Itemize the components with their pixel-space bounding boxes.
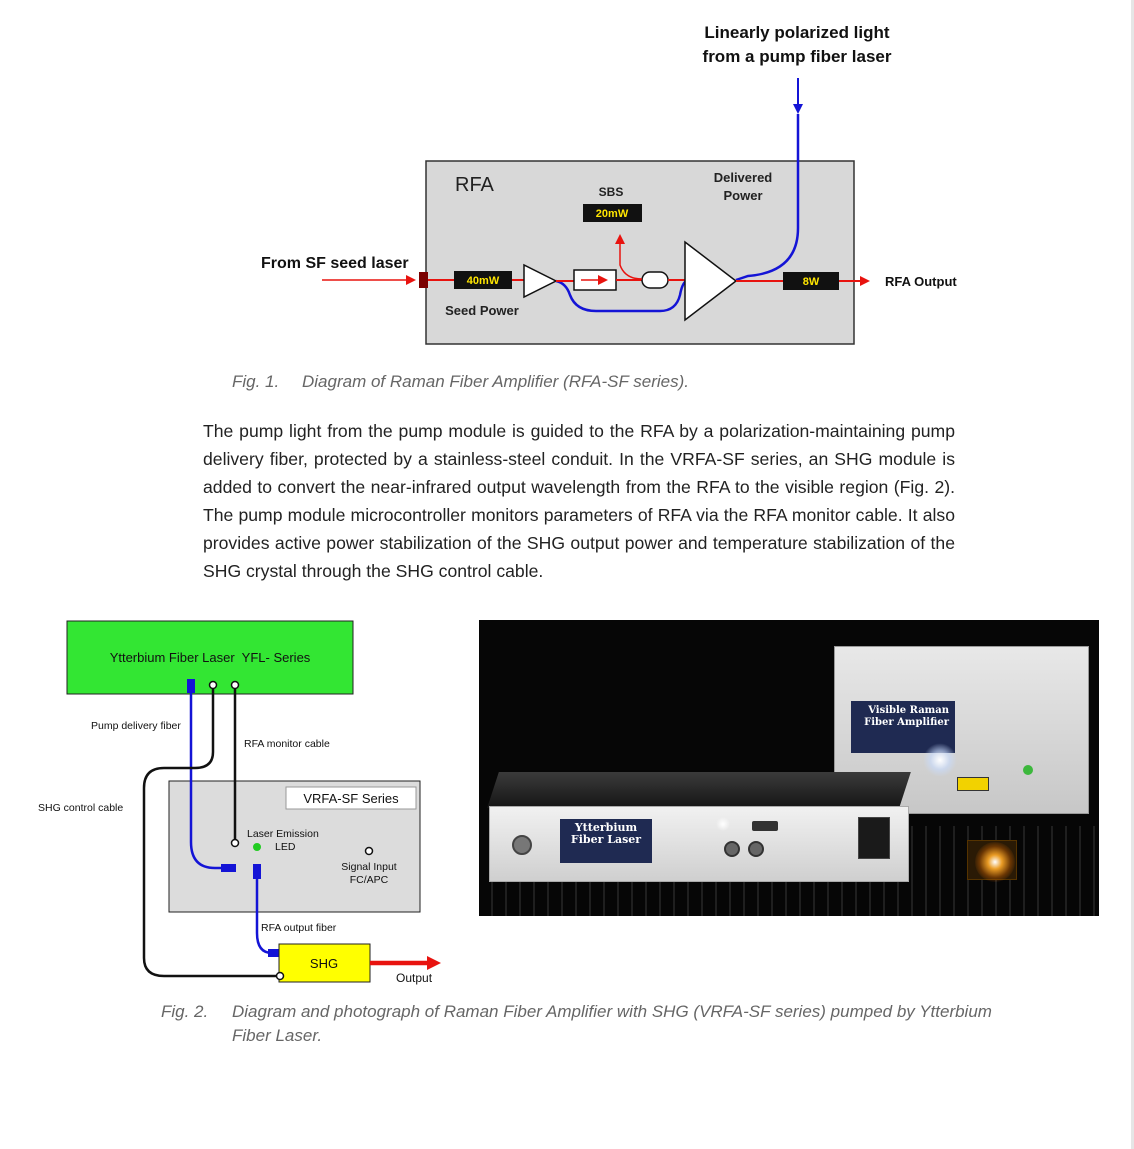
monitor-port-bottom [230, 838, 240, 848]
sbs-value-box [583, 204, 642, 222]
yfl-power-socket [858, 817, 890, 859]
yfl-connector-1 [724, 841, 740, 857]
monitor-cable-label: RFA monitor cable [244, 738, 330, 750]
yfl-unit-front: Ytterbium Fiber Laser [489, 806, 909, 882]
output-value: 8W [803, 276, 820, 288]
pump-delivery-fiber [189, 692, 225, 870]
output-fiber-label: RFA output fiber [261, 922, 337, 934]
rfa-title: RFA [455, 174, 495, 196]
pump-label-line2: from a pump fiber laser [703, 47, 892, 66]
seed-power-label: Seed Power [445, 303, 519, 318]
sbs-label: SBS [599, 185, 624, 199]
preamp-pump-loop [555, 279, 687, 313]
rfa-output-label: RFA Output [885, 274, 957, 289]
vrfa-photo-label-line1: Visible Raman [868, 705, 949, 716]
fig2-caption: Fig. 2. Diagram and photograph of Raman … [161, 1000, 1061, 1048]
pump-fiber [735, 114, 800, 282]
product-photo: Visible Raman Fiber Amplifier Ytterbium … [479, 620, 1099, 916]
yfl-emission-led [716, 817, 730, 831]
yfl-photo-label: Ytterbium Fiber Laser [560, 819, 652, 863]
laser-emission-label: Laser Emission [247, 828, 319, 840]
shg-control-port-bottom [275, 971, 285, 981]
fig1-caption-text: Diagram of Raman Fiber Amplifier (RFA-SF… [301, 372, 689, 391]
body-paragraph: The pump light from the pump module is g… [203, 421, 955, 581]
fig1-caption: Fig. 1. Diagram of Raman Fiber Amplifier… [232, 372, 689, 392]
seed-value: 40mW [467, 275, 500, 287]
pump-fiber-connector-bottom [221, 864, 236, 872]
pump-label-line1: Linearly polarized light [704, 23, 889, 42]
led-indicator [253, 843, 261, 851]
vrfa-warning-label [957, 777, 989, 791]
vrfa-diagram: Ytterbium Fiber Laser YFL- Series VRFA-S… [38, 620, 441, 985]
yfl-unit-top [487, 772, 911, 808]
shg-box [278, 943, 371, 983]
delivered-power-line1: Delivered [714, 170, 773, 185]
power-amp-triangle [684, 240, 738, 322]
shg-control-port [208, 680, 218, 690]
yfl-serial-port [752, 821, 778, 831]
yfl-box [66, 620, 354, 695]
yfl-connector-2 [748, 841, 764, 857]
yfl-key-switch [512, 835, 532, 855]
preamp-triangle [523, 263, 558, 299]
output-value-box [783, 272, 839, 290]
input-connector [419, 272, 428, 288]
yfl-photo-label-line2: Fiber Laser [570, 833, 642, 846]
monitor-port-top [230, 680, 240, 690]
fig2-caption-number: Fig. 2. [161, 1002, 209, 1021]
seed-source-label: From SF seed laser [261, 255, 409, 272]
pump-fiber-label: Pump delivery fiber [91, 720, 181, 732]
yfl-label: Ytterbium Fiber Laser YFL- Series [110, 650, 311, 665]
vrfa-green-led [1023, 765, 1033, 775]
pump-fiber-connector-top [187, 679, 195, 693]
vrfa-label: VRFA-SF Series [303, 791, 399, 806]
vrfa-label-box [285, 786, 417, 810]
rfa-diagram: Linearly polarized light from a pump fib… [261, 23, 957, 345]
rfa-box [425, 160, 855, 345]
fig2-caption-line2: Fiber Laser. [232, 1026, 323, 1045]
vrfa-photo-label-line2: Fiber Amplifier [864, 717, 949, 728]
signal-input-line1: Signal Input [341, 861, 397, 873]
coupler [641, 271, 669, 289]
delivered-power-line2: Power [723, 188, 762, 203]
signal-input-line2: FC/APC [350, 874, 389, 886]
sbs-value: 20mW [596, 208, 629, 220]
shg-control-cable [142, 688, 280, 978]
vrfa-unit: Visible Raman Fiber Amplifier [834, 646, 1089, 814]
signal-input-port [364, 846, 374, 856]
output-fiber-connector-bottom [268, 949, 282, 957]
shg-output-glow [975, 842, 1015, 882]
output-fiber-connector-top [253, 864, 261, 879]
shg-label: SHG [310, 956, 338, 971]
fig2-caption-line1: Diagram and photograph of Raman Fiber Am… [232, 1002, 992, 1021]
page-edge [1131, 0, 1134, 1149]
vrfa-emission-glow [923, 743, 957, 777]
sbs-backscatter-path [615, 234, 643, 280]
seed-value-box [454, 271, 512, 289]
yfl-photo-label-line1: Ytterbium [574, 821, 638, 834]
shg-output-label: Output [396, 971, 433, 985]
fig1-caption-number: Fig. 1. [232, 372, 280, 391]
led-label: LED [275, 841, 296, 853]
shg-control-label: SHG control cable [38, 802, 123, 814]
